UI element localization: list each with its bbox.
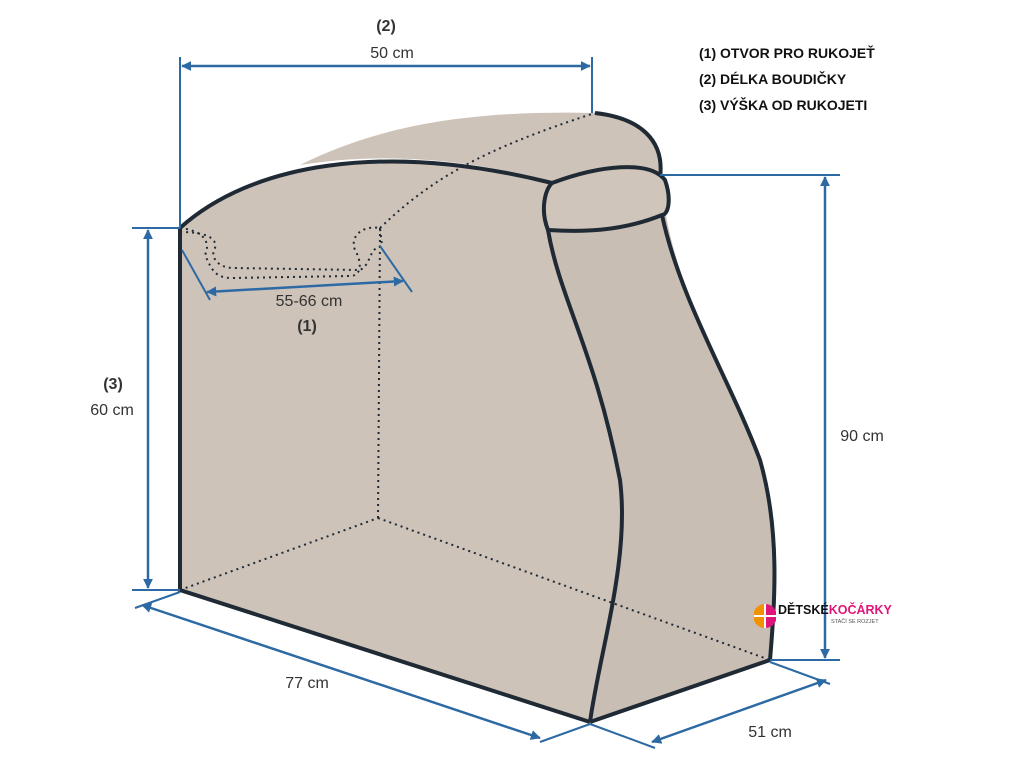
dim-handle-ext-right [379, 245, 413, 293]
legend-item-height-from-handle: (3) VÝŠKA OD RUKOJETI [699, 97, 868, 113]
cover-shape [178, 111, 777, 724]
logo-word-pink: KOČÁRKY [828, 603, 892, 617]
cover-outline-front-curve [546, 229, 624, 723]
logo-mark-icon [754, 604, 776, 628]
dim-handle-arrow [206, 276, 404, 297]
label-height-handle-tag: (3) [103, 376, 123, 393]
label-handle-opening-tag: (1) [297, 318, 317, 335]
logo-wordmark: DĚTSKÉKOČÁRKY [778, 603, 892, 617]
label-height-handle-value: 60 cm [90, 402, 134, 419]
label-depth-value: 77 cm [285, 675, 329, 692]
dim-width-arrow [651, 678, 827, 744]
cover-back-dome [300, 112, 660, 183]
dimension-labels: (2) 50 cm 55-66 cm (1) (3) 60 cm 90 cm 7… [90, 18, 884, 741]
legend-item-canopy-length: (2) DÉLKA BOUDIČKY [699, 71, 847, 87]
label-length-top-tag: (2) [376, 18, 396, 35]
dim-handle-ext-left [181, 249, 211, 301]
dim-depth-ext-right [539, 723, 591, 743]
cover-outline-top [178, 159, 553, 230]
label-length-top-value: 50 cm [370, 45, 414, 62]
hidden-edge-floor-left [179, 517, 379, 591]
dimension-lines [132, 57, 840, 749]
dim-width-ext-left [589, 723, 656, 749]
cover-right-side [548, 165, 775, 723]
hidden-edge-vertical [377, 227, 381, 519]
handle-opening-dashed [179, 226, 384, 280]
legend-item-handle-opening: (1) OTVOR PRO RUKOJEŤ [699, 45, 875, 61]
dim-depth-arrow [141, 603, 541, 740]
logo-word-dark: DĚTSKÉ [778, 603, 829, 617]
logo-tagline: STAČÍ SE ROZJET [831, 619, 879, 625]
cover-outline-back-dome [594, 111, 663, 179]
label-width-value: 51 cm [748, 724, 792, 741]
label-height-total-value: 90 cm [840, 428, 884, 445]
label-handle-opening-value: 55-66 cm [276, 293, 343, 310]
cover-main-body [180, 161, 623, 722]
dim-depth-ext-left [134, 591, 181, 609]
brand-logo: DĚTSKÉKOČÁRKY STAČÍ SE ROZJET [754, 598, 894, 634]
cover-outline-right-edge [660, 214, 777, 661]
legend: (1) OTVOR PRO RUKOJEŤ (2) DÉLKA BOUDIČKY… [699, 40, 875, 118]
hidden-edge-top [379, 112, 596, 229]
